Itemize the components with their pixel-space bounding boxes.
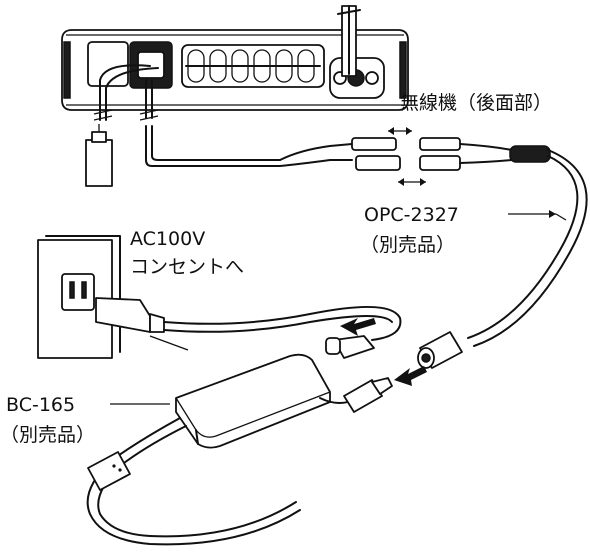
connector-socket-upper bbox=[420, 138, 460, 150]
outlet-label-line1: AC100V bbox=[130, 228, 205, 250]
dc-barrel-socket bbox=[418, 332, 462, 368]
radio-label: 無線機（後面部） bbox=[400, 92, 552, 114]
left-arrow-icon bbox=[394, 366, 427, 386]
heatsink-fins bbox=[182, 45, 324, 87]
fuse-holder bbox=[86, 140, 112, 186]
outlet-label-line2: コンセントへ bbox=[130, 256, 244, 278]
bc165-charger bbox=[88, 355, 427, 545]
charger-name-label: BC-165 bbox=[6, 394, 75, 416]
ferrite-core bbox=[88, 452, 130, 490]
dc-socket-left bbox=[88, 42, 128, 86]
cable-junction bbox=[510, 146, 550, 162]
wall-outlet bbox=[38, 236, 120, 358]
connector-socket-lower bbox=[420, 156, 460, 170]
cable-note-label: （別売品） bbox=[360, 234, 455, 256]
connector-plug-lower bbox=[356, 156, 400, 170]
radio-rear-panel bbox=[62, 6, 408, 110]
ac-cord bbox=[96, 298, 400, 358]
connector-plug-upper bbox=[352, 138, 396, 150]
charger-note-label: （別売品） bbox=[0, 424, 95, 446]
left-arrow-icon bbox=[340, 318, 376, 336]
cable-name-label: OPC-2327 bbox=[364, 204, 459, 226]
jack-right bbox=[366, 72, 378, 84]
